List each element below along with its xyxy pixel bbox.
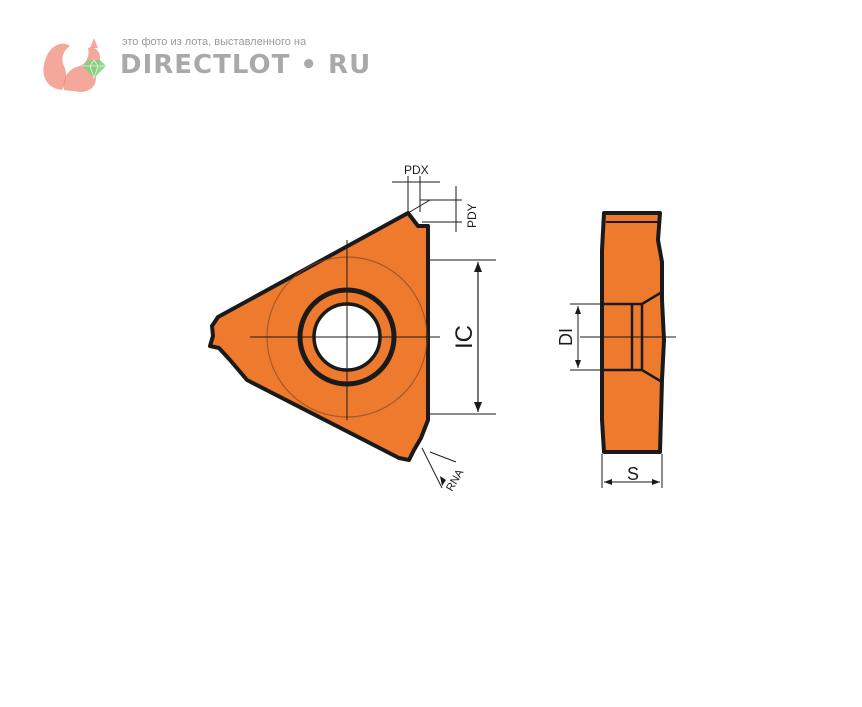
di-dimension: DI — [556, 303, 606, 371]
pdy-label: PDY — [465, 203, 479, 228]
watermark: это фото из лота, выставленного на DIREC… — [40, 36, 370, 96]
insert-top-view — [208, 211, 440, 462]
side-bore — [604, 290, 663, 384]
pdx-pdy-dimension: PDX PDY — [392, 163, 479, 232]
pdx-label: PDX — [404, 163, 429, 177]
ic-dimension: IC — [430, 259, 496, 415]
di-label: DI — [556, 328, 576, 346]
watermark-caption: это фото из лота, выставленного на — [122, 36, 307, 48]
s-label: S — [627, 464, 639, 484]
rna-dimension: RNA — [421, 447, 467, 494]
watermark-brand: DIRECTLOT • RU — [120, 50, 372, 80]
ic-label: IC — [451, 325, 478, 349]
squirrel-icon — [43, 38, 106, 92]
rna-label: RNA — [444, 467, 466, 494]
insert-side-view — [580, 211, 676, 454]
s-dimension: S — [601, 454, 663, 488]
